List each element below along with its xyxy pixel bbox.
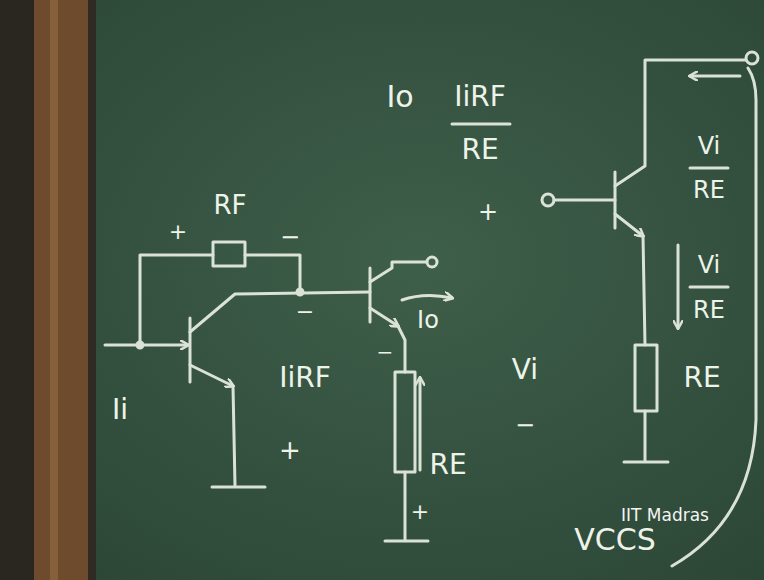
watermark: IIT Madras — [621, 507, 709, 524]
voltage-label: IiRF — [279, 364, 331, 392]
polarity-sign: − — [296, 301, 314, 323]
current-label: Io — [386, 82, 413, 112]
current-label: Io — [417, 308, 439, 332]
fraction-numerator: Vi — [698, 134, 721, 158]
circuit-type-label: VCCS — [574, 525, 655, 555]
fraction-denominator: RE — [693, 178, 725, 202]
fraction-denominator: RE — [693, 298, 725, 322]
voltage-label: Vi — [512, 356, 538, 384]
current-label: Ii — [112, 396, 128, 424]
polarity-sign: + — [411, 501, 429, 523]
polarity-sign: − — [377, 342, 394, 362]
polarity-sign: + — [169, 221, 187, 243]
fraction-denominator: RE — [461, 136, 498, 164]
fraction-numerator: Vi — [698, 253, 721, 277]
polarity-sign: − — [515, 413, 535, 437]
resistor-label: RE — [429, 451, 466, 479]
fraction-numerator: IiRF — [454, 83, 506, 111]
polarity-sign: + — [478, 200, 498, 224]
polarity-sign: − — [280, 225, 300, 249]
polarity-sign: + — [279, 437, 301, 463]
resistor-label: RE — [683, 364, 720, 392]
resistor-label: RF — [213, 192, 246, 218]
